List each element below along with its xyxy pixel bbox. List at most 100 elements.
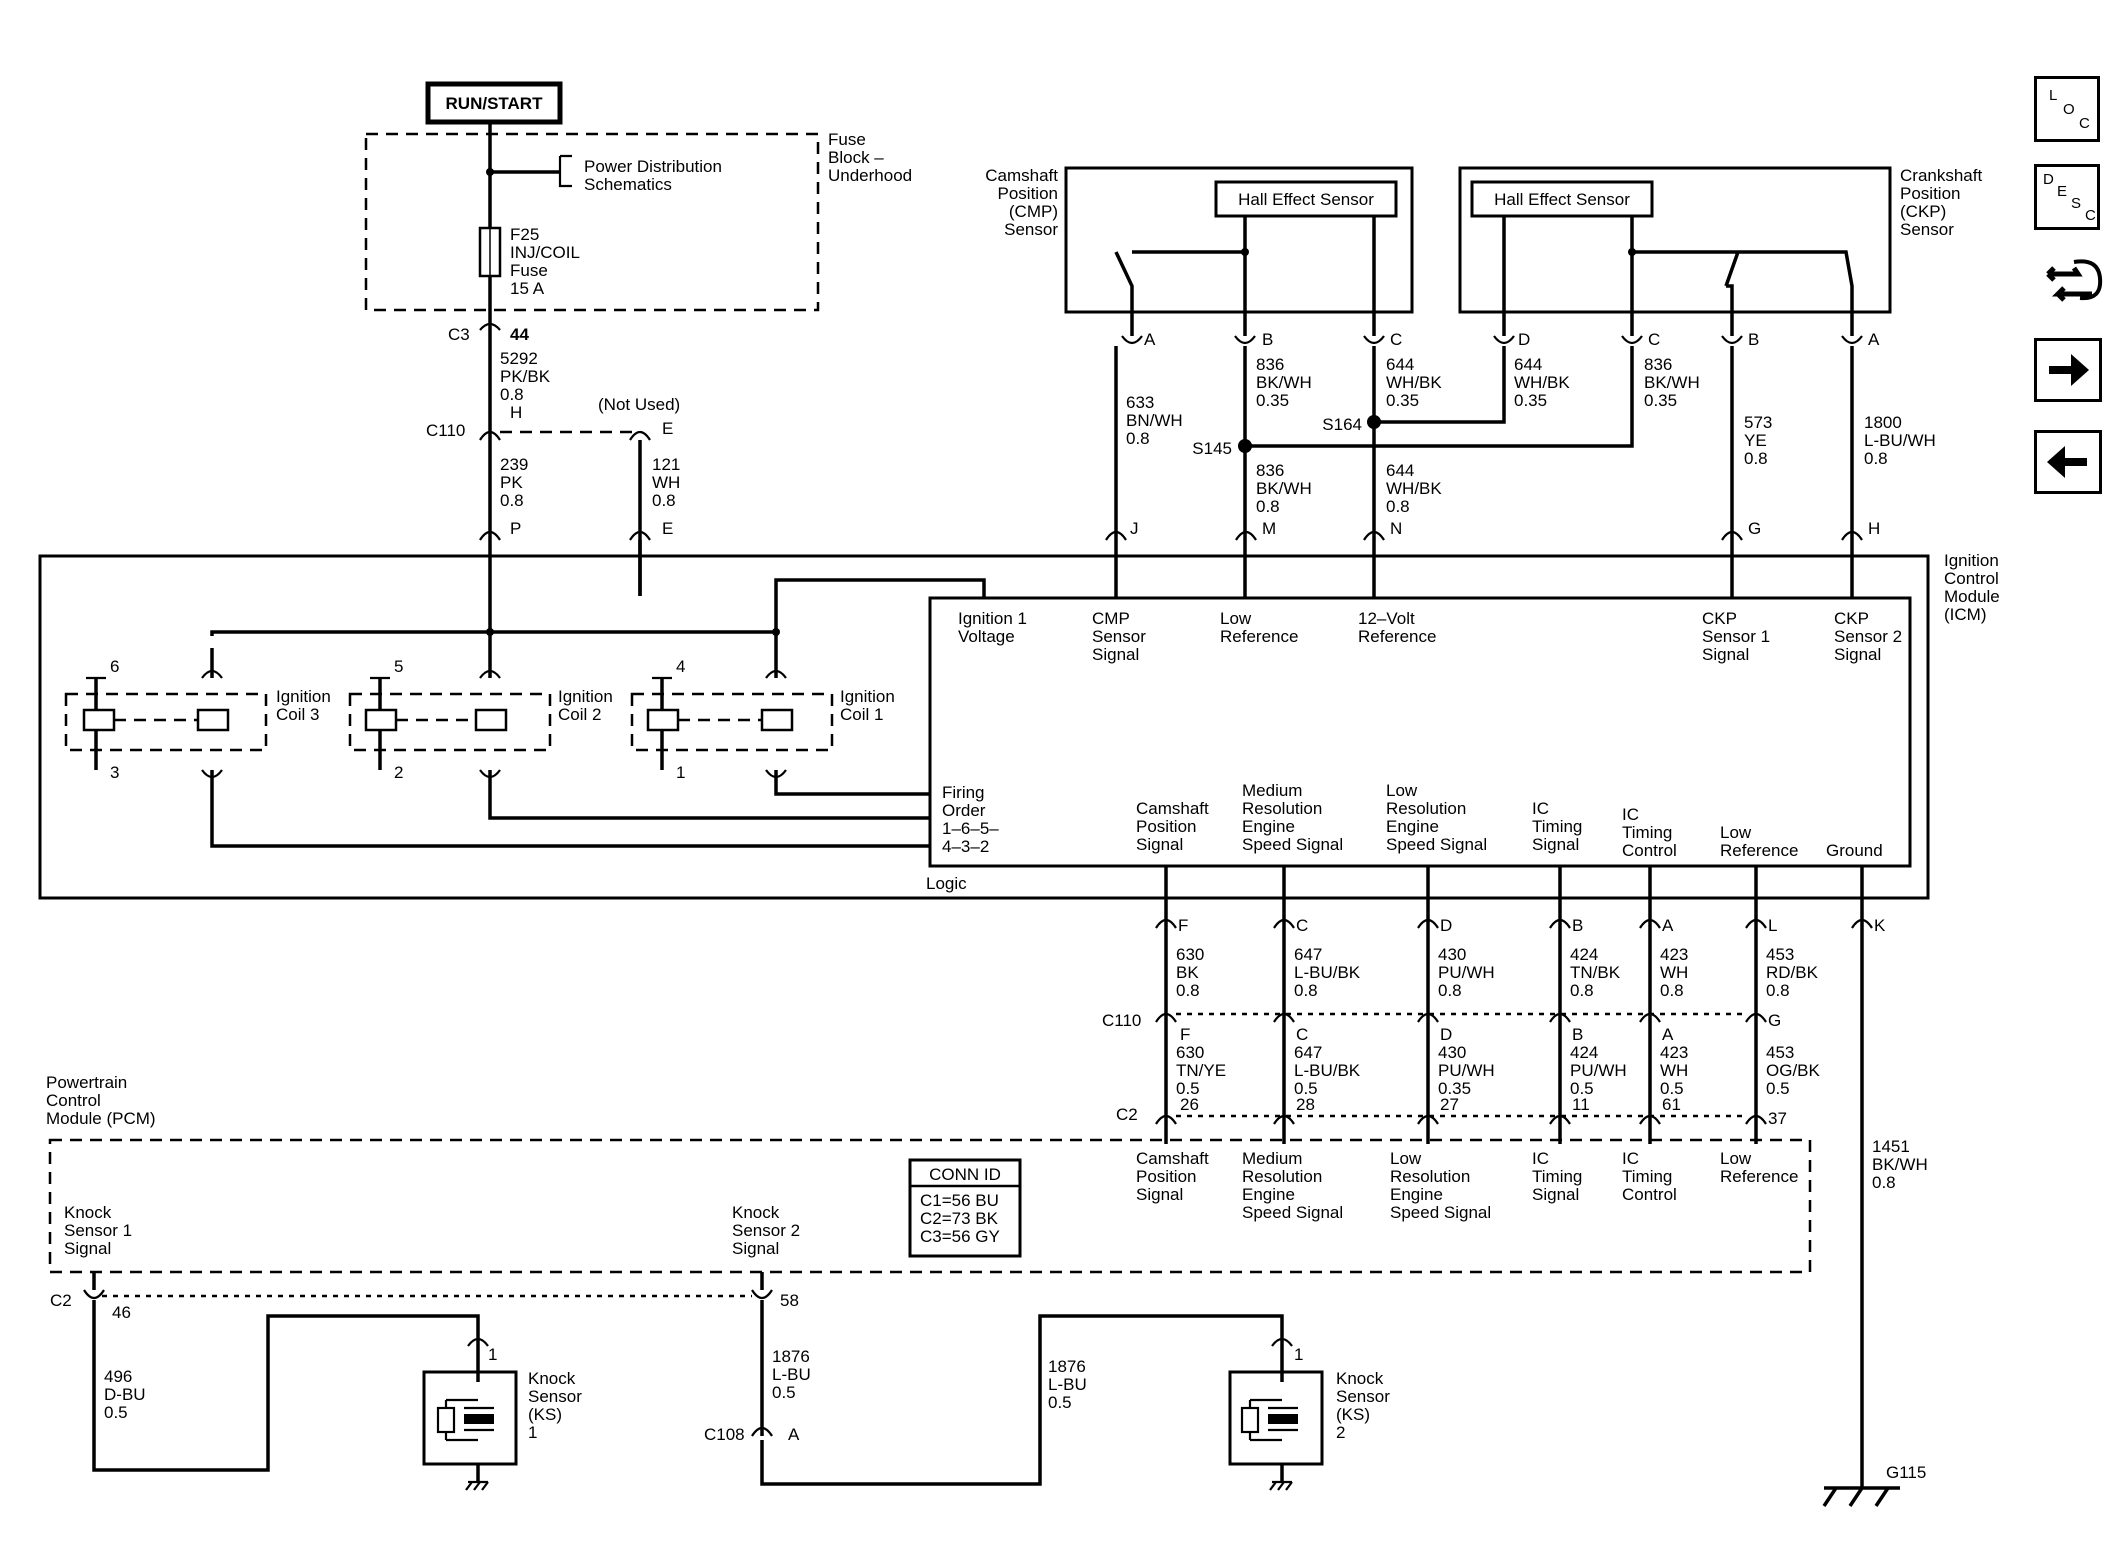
svg-text:Timing: Timing [1532, 817, 1582, 836]
svg-text:Powertrain: Powertrain [46, 1073, 127, 1092]
c110-pin-c: C [1296, 1025, 1308, 1044]
svg-text:Low: Low [1390, 1149, 1422, 1168]
svg-text:Sensor: Sensor [1900, 220, 1954, 239]
svg-text:Order: Order [942, 801, 986, 820]
icm-output-low-res: Low Resolution Engine Speed Signal [1386, 781, 1487, 854]
arrow-left-icon[interactable] [2034, 430, 2102, 494]
svg-text:L-BU/BK: L-BU/BK [1294, 963, 1361, 982]
svg-text:423: 423 [1660, 1043, 1688, 1062]
svg-text:1–6–5–: 1–6–5– [942, 819, 999, 838]
svg-text:Engine: Engine [1390, 1185, 1443, 1204]
c110-bottom-connectors [1155, 1012, 1767, 1023]
c110-top-label: C110 [426, 421, 465, 440]
svg-text:PU/WH: PU/WH [1438, 1061, 1495, 1080]
icm-output-medium-res: Medium Resolution Engine Speed Signal [1242, 781, 1343, 854]
svg-text:630: 630 [1176, 1043, 1204, 1062]
svg-text:Fuse: Fuse [828, 130, 866, 149]
icm-bottom-connectors [1155, 918, 1873, 929]
svg-text:IC: IC [1622, 1149, 1639, 1168]
svg-text:0.8: 0.8 [1386, 497, 1410, 516]
svg-text:L-BU/BK: L-BU/BK [1294, 1061, 1361, 1080]
svg-text:Fuse: Fuse [510, 261, 548, 280]
svg-text:WH/BK: WH/BK [1386, 479, 1442, 498]
desc-button[interactable]: D E S C [2034, 164, 2100, 230]
svg-text:Coil 2: Coil 2 [558, 705, 601, 724]
wire-1451-label: 1451 BK/WH 0.8 [1872, 1137, 1928, 1192]
svg-text:Control: Control [1622, 1185, 1677, 1204]
svg-text:WH/BK: WH/BK [1386, 373, 1442, 392]
conn-id-title: CONN ID [929, 1165, 1001, 1184]
pcm-ks1-signal-label: Knock Sensor 1 Signal [64, 1203, 132, 1258]
svg-text:Resolution: Resolution [1242, 1167, 1322, 1186]
not-used-label: (Not Used) [598, 395, 680, 414]
c2-pin-37: 37 [1768, 1109, 1787, 1128]
arrow-right-icon[interactable] [2034, 338, 2102, 402]
svg-text:0.5: 0.5 [1766, 1079, 1790, 1098]
svg-text:RD/BK: RD/BK [1766, 963, 1819, 982]
loc-button[interactable]: L O C [2034, 76, 2100, 142]
svg-text:Ignition: Ignition [558, 687, 613, 706]
wire-496 [92, 1272, 480, 1472]
coil-3-label: Ignition Coil 3 [276, 687, 331, 724]
svg-text:Crankshaft: Crankshaft [1900, 166, 1982, 185]
c110-pin-d: D [1440, 1025, 1452, 1044]
c110-pin-f: F [1180, 1025, 1190, 1044]
svg-text:(ICM): (ICM) [1944, 605, 1986, 624]
connector-swap-icon[interactable] [2034, 248, 2106, 320]
knock-sensor-2-symbol [1228, 1346, 1324, 1491]
c2-pin-27: 27 [1440, 1095, 1459, 1114]
svg-text:C2=73 BK: C2=73 BK [920, 1209, 999, 1228]
icm-pin-e: E [662, 519, 673, 538]
pcm-input-ic-timing-control: IC Timing Control [1622, 1149, 1677, 1204]
c2-knock-pin-46: 46 [112, 1303, 131, 1322]
fuse-f25-label: F25 INJ/COIL Fuse 15 A [510, 225, 580, 298]
wire-644-a-label: 644 WH/BK 0.35 [1386, 355, 1442, 410]
svg-text:Timing: Timing [1622, 823, 1672, 842]
wire-423-out-label: 423 WH 0.8 [1660, 945, 1688, 1000]
pcm-ks2-signal-label: Knock Sensor 2 Signal [732, 1203, 800, 1258]
svg-text:IC: IC [1532, 1149, 1549, 1168]
svg-text:0.8: 0.8 [1126, 429, 1150, 448]
svg-text:0.35: 0.35 [1514, 391, 1547, 410]
c2-bottom-label: C2 [1116, 1105, 1138, 1124]
svg-text:Knock: Knock [528, 1369, 576, 1388]
c2-pin-26: 26 [1180, 1095, 1199, 1114]
wire-647-out-label: 647 L-BU/BK 0.8 [1294, 945, 1361, 1000]
c2-knock-label: C2 [50, 1291, 72, 1310]
svg-text:0.8: 0.8 [1766, 981, 1790, 1000]
cmp-pin-a: A [1144, 330, 1156, 349]
ckp-pin-c: C [1648, 330, 1660, 349]
pcm-input-ic-timing-signal: IC Timing Signal [1532, 1149, 1582, 1204]
ckp-pin-a: A [1868, 330, 1880, 349]
pcm-input-medium-res: Medium Resolution Engine Speed Signal [1242, 1149, 1343, 1222]
svg-text:644: 644 [1386, 461, 1414, 480]
svg-text:Sensor 1: Sensor 1 [1702, 627, 1770, 646]
svg-text:Knock: Knock [64, 1203, 112, 1222]
svg-text:Underhood: Underhood [828, 166, 912, 185]
svg-text:424: 424 [1570, 945, 1598, 964]
svg-text:Position: Position [998, 184, 1058, 203]
fuse-block-outline [364, 132, 820, 312]
svg-text:PU/WH: PU/WH [1438, 963, 1495, 982]
svg-text:0.8: 0.8 [652, 491, 676, 510]
svg-text:CKP: CKP [1702, 609, 1737, 628]
svg-text:Coil 1: Coil 1 [840, 705, 883, 724]
svg-text:OG/BK: OG/BK [1766, 1061, 1821, 1080]
svg-text:Module: Module [1944, 587, 2000, 606]
icm-input-ckp2-signal: CKP Sensor 2 Signal [1834, 609, 1902, 664]
ckp-hall-effect-label: Hall Effect Sensor [1494, 190, 1630, 209]
svg-text:121: 121 [652, 455, 680, 474]
svg-text:Position: Position [1900, 184, 1960, 203]
svg-text:Firing: Firing [942, 783, 985, 802]
ckp-pin-d: D [1518, 330, 1530, 349]
svg-text:647: 647 [1294, 1043, 1322, 1062]
wire-1876-a-label: 1876 L-BU 0.5 [772, 1347, 811, 1402]
svg-text:Engine: Engine [1386, 817, 1439, 836]
wire-644-b-label: 644 WH/BK 0.35 [1514, 355, 1570, 410]
svg-text:0.5: 0.5 [1176, 1079, 1200, 1098]
svg-text:Low: Low [1386, 781, 1418, 800]
wire-633-label: 633 BN/WH 0.8 [1126, 393, 1183, 448]
c110-pin-b: B [1572, 1025, 1583, 1044]
icm-input-low-reference: Low Reference [1220, 609, 1298, 646]
knock-sensor-2-label: Knock Sensor (KS) 2 [1336, 1369, 1390, 1442]
